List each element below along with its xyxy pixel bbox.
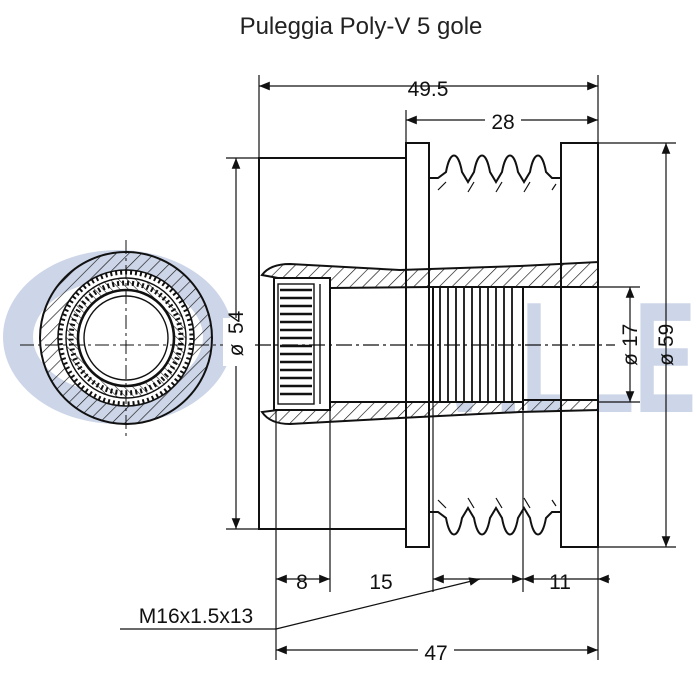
dim-pulley-diameter: 59 <box>655 324 678 347</box>
pulley-body <box>258 142 599 548</box>
dim-seg-right: 11 <box>549 571 571 594</box>
dim-pulley-diameter-group: ø 59 <box>655 324 678 366</box>
dim-overall-width: 49.5 <box>408 78 449 101</box>
drawing-title: Puleggia Poly-V 5 gole <box>240 13 483 40</box>
diameter-symbol: ø <box>619 353 642 366</box>
end-view <box>20 240 240 438</box>
dim-total-length: 47 <box>424 642 447 665</box>
dim-groove-width: 28 <box>491 111 514 134</box>
dim-left-diameter-group: ø 54 <box>223 310 249 366</box>
diameter-symbol: ø <box>655 353 678 366</box>
dim-bore-diameter: 17 <box>619 324 642 347</box>
dim-seg-left: 8 <box>296 571 308 594</box>
dim-seg-mid: 15 <box>369 571 392 594</box>
diameter-symbol: ø <box>225 343 248 356</box>
dim-left-diameter: 54 <box>225 310 248 334</box>
dim-thread-callout: M16x1.5x13 <box>139 605 253 628</box>
dim-bore-diameter-group: ø 17 <box>619 324 642 366</box>
